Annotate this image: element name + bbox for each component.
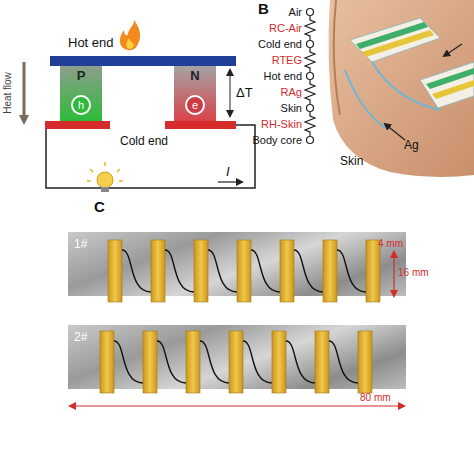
gold-strips xyxy=(100,240,380,393)
current-arrow xyxy=(218,181,242,182)
layer-name: Body core xyxy=(252,133,302,147)
resistance-label: RTEG xyxy=(272,53,302,67)
dimension-label: 4 mm xyxy=(378,237,403,251)
resistance-label: RC-Air xyxy=(269,21,302,35)
delta-t-arrow xyxy=(230,70,231,116)
chain-node-dot xyxy=(307,9,314,144)
hot-end-bar: Hot end xyxy=(50,56,236,66)
device-photo: 2# xyxy=(68,325,406,389)
panel-letter: C xyxy=(94,200,105,214)
layer-name: Cold end xyxy=(258,37,302,51)
dimension-label: 80 mm xyxy=(360,391,391,405)
hole-carrier: h xyxy=(71,95,91,115)
skin-fold xyxy=(334,0,340,115)
leg-label: N xyxy=(174,69,216,83)
leader-arrow xyxy=(385,124,405,140)
n-leg: Ne xyxy=(174,66,216,121)
layer-name: Hot end xyxy=(263,69,302,83)
panel-letter: B xyxy=(258,2,269,16)
electron-carrier: e xyxy=(185,95,205,115)
current-label: I xyxy=(226,165,230,179)
carrier-symbol: e xyxy=(187,98,203,112)
part-label: Skin xyxy=(340,154,363,168)
leg-label: P xyxy=(60,69,102,83)
cold-end-bar xyxy=(45,121,110,129)
flame-icon xyxy=(120,20,140,50)
dimension-label: 16 mm xyxy=(398,266,429,280)
leader-arrow xyxy=(444,44,462,56)
skin-arm xyxy=(329,0,474,177)
node-heading: Hot end xyxy=(68,36,114,50)
light-bulb xyxy=(87,162,123,192)
dimension-arrow xyxy=(70,405,404,406)
end-label: Cold end xyxy=(120,134,168,148)
device-number: 1# xyxy=(74,237,87,251)
resistance-label: RAg xyxy=(281,85,302,99)
device-number: 2# xyxy=(74,330,87,344)
part-label: Ag xyxy=(404,138,419,152)
cold-end-bar xyxy=(165,121,236,129)
device-photo: 1# xyxy=(68,232,406,296)
layer-name: Skin xyxy=(281,101,302,115)
p-leg: Ph xyxy=(60,66,102,121)
dimension-arrow xyxy=(393,252,394,296)
carrier-symbol: h xyxy=(73,98,89,112)
resistance-label: RH-Skin xyxy=(261,117,302,131)
circuit-wire xyxy=(46,125,255,188)
wearable-device xyxy=(345,18,474,128)
resistor-chain xyxy=(305,16,315,136)
flame-core xyxy=(126,38,134,49)
delta-t-label: ΔT xyxy=(236,86,253,100)
heat-flow-arrow xyxy=(23,62,26,122)
layer-name: Air xyxy=(289,5,302,19)
flow-label: Heat flow xyxy=(1,63,15,123)
